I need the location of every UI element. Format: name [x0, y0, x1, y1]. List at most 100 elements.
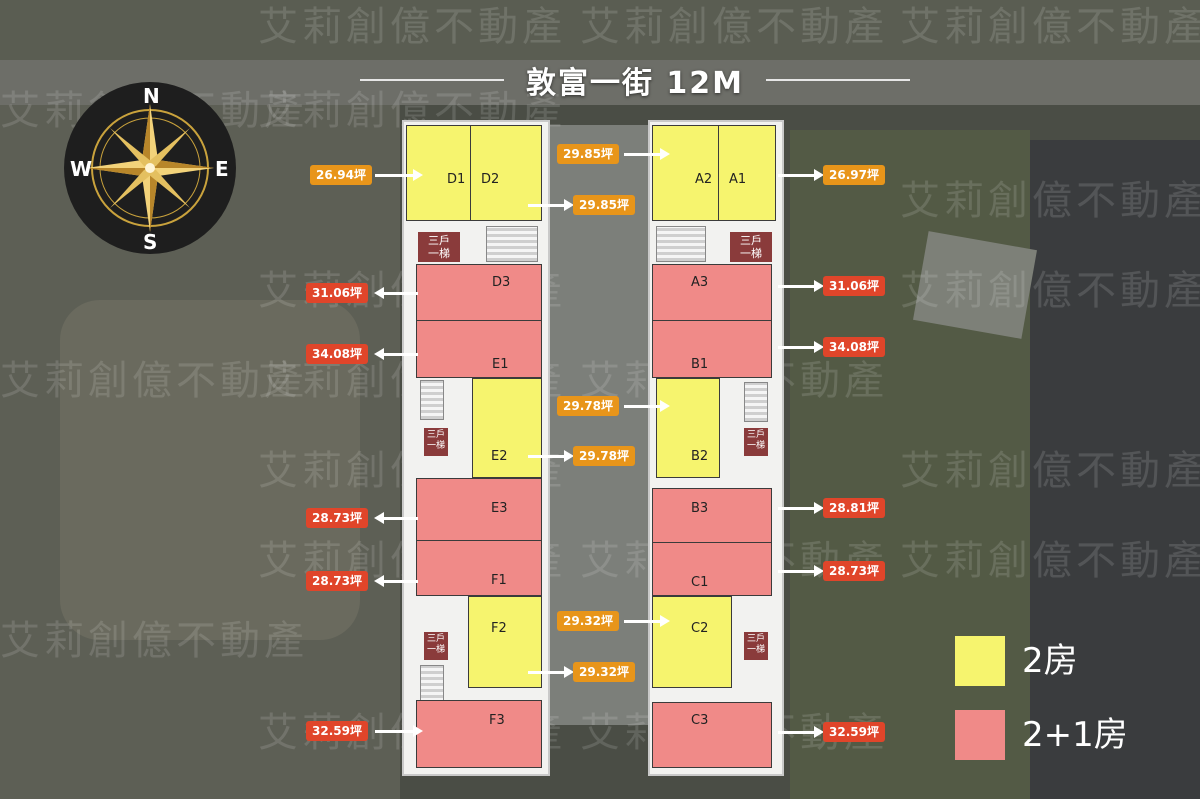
unit-E1: E1 — [416, 320, 542, 378]
unit-label: F2 — [491, 621, 507, 636]
area-badge-F2: 29.32坪 — [573, 662, 635, 682]
arrow-left-icon — [374, 348, 418, 360]
unit-C2: C2 — [652, 596, 732, 688]
arrow-right-icon — [624, 615, 670, 627]
legend-label-two-plus-one-room: 2+1房 — [1022, 715, 1128, 755]
area-badge-E1: 34.08坪 — [306, 344, 368, 364]
arrow-left-icon — [374, 575, 418, 587]
arrow-right-icon — [778, 726, 824, 738]
core-elevator: 三戶 一梯 — [418, 232, 460, 262]
stairwell — [420, 380, 444, 420]
area-badge-C2: 29.32坪 — [557, 611, 619, 631]
arrow-left-icon — [374, 287, 418, 299]
legend-swatch-two-plus-one-room — [955, 710, 1005, 760]
area-badge-A1: 26.97坪 — [823, 165, 885, 185]
street-name: 敦富一街 12M — [525, 66, 745, 101]
area-badge-C1: 28.73坪 — [823, 561, 885, 581]
area-badge-B3: 28.81坪 — [823, 498, 885, 518]
unit-label: E3 — [491, 501, 508, 516]
arrow-right-icon — [778, 341, 824, 353]
legend-label-two-room: 2房 — [1022, 641, 1078, 681]
background-top-trees — [0, 0, 1200, 60]
core-elevator: 三戶 一梯 — [424, 428, 448, 456]
watermark: 艾莉創億不動產 — [900, 538, 1200, 584]
unit-C3: C3 — [652, 702, 772, 768]
background-courtyard — [545, 125, 650, 725]
arrow-right-icon — [778, 502, 824, 514]
core-elevator: 三戶 一梯 — [424, 632, 448, 660]
watermark: 艾莉創億不動產 — [900, 178, 1200, 224]
core-elevator: 三戶 一梯 — [744, 632, 768, 660]
arrow-right-icon — [624, 400, 670, 412]
unit-E3: E3 — [416, 478, 542, 542]
background-road — [0, 60, 1200, 105]
street-title: 敦富一街 12M — [360, 55, 911, 105]
unit-label: D3 — [492, 275, 511, 290]
area-badge-D3: 31.06坪 — [306, 283, 368, 303]
watermark: 艾莉創億不動產 — [900, 268, 1200, 314]
street-line-left — [360, 79, 504, 81]
compass-north: N — [143, 84, 160, 108]
unit-label: E2 — [491, 449, 508, 464]
core-elevator: 三戶 一梯 — [730, 232, 772, 262]
stairwell — [486, 226, 538, 262]
area-badge-E3: 28.73坪 — [306, 508, 368, 528]
background-right-lot — [1030, 140, 1200, 799]
unit-label: B3 — [691, 501, 709, 516]
unit-D3: D3 — [416, 264, 542, 322]
street-line-right — [766, 79, 911, 81]
unit-F3: F3 — [416, 700, 542, 768]
unit-label: A2 — [695, 172, 713, 187]
unit-F2: F2 — [468, 596, 542, 688]
arrow-right-icon — [528, 666, 574, 678]
watermark: 艾莉創億不動產 — [258, 4, 566, 50]
stairwell — [656, 226, 706, 262]
legend-swatch-two-room — [955, 636, 1005, 686]
unit-label: B2 — [691, 449, 709, 464]
arrow-right-icon — [778, 565, 824, 577]
unit-label: D1 — [447, 172, 466, 187]
area-badge-F1: 28.73坪 — [306, 571, 368, 591]
arrow-right-icon — [375, 725, 423, 737]
arrow-right-icon — [624, 148, 670, 160]
unit-label: E1 — [492, 357, 509, 372]
arrow-right-icon — [528, 450, 574, 462]
unit-A3: A3 — [652, 264, 772, 322]
area-badge-A2: 29.85坪 — [557, 144, 619, 164]
unit-label: F3 — [489, 713, 505, 728]
watermark: 艾莉創億不動產 — [0, 618, 308, 664]
watermark: 艾莉創億不動產 — [900, 448, 1200, 494]
watermark: 艾莉創億不動產 — [900, 4, 1200, 50]
area-badge-A3: 31.06坪 — [823, 276, 885, 296]
unit-B1: B1 — [652, 320, 772, 378]
unit-label: A3 — [691, 275, 709, 290]
unit-label: B1 — [691, 357, 709, 372]
watermark: 艾莉創億不動產 — [0, 358, 308, 404]
unit-label: C2 — [691, 621, 709, 636]
unit-E2: E2 — [472, 378, 542, 478]
area-badge-E2: 29.78坪 — [573, 446, 635, 466]
compass-west: W — [70, 157, 93, 181]
unit-F1: F1 — [416, 540, 542, 596]
area-badge-B2: 29.78坪 — [557, 396, 619, 416]
stairwell — [744, 382, 768, 422]
arrow-right-icon — [375, 169, 423, 181]
arrow-right-icon — [778, 169, 824, 181]
unit-label: F1 — [491, 573, 507, 588]
arrow-right-icon — [528, 199, 574, 211]
unit-A1: A1 — [718, 125, 776, 221]
unit-label: D2 — [481, 172, 500, 187]
stairwell — [420, 665, 444, 705]
unit-B3: B3 — [652, 488, 772, 544]
area-badge-B1: 34.08坪 — [823, 337, 885, 357]
unit-A2: A2 — [652, 125, 720, 221]
unit-C1: C1 — [652, 542, 772, 596]
area-badge-F3: 32.59坪 — [306, 721, 368, 741]
area-badge-C3: 32.59坪 — [823, 722, 885, 742]
unit-label: C3 — [691, 713, 709, 728]
compass-east: E — [215, 157, 229, 181]
area-badge-D1: 26.94坪 — [310, 165, 372, 185]
unit-label: C1 — [691, 575, 709, 590]
area-badge-D2: 29.85坪 — [573, 195, 635, 215]
